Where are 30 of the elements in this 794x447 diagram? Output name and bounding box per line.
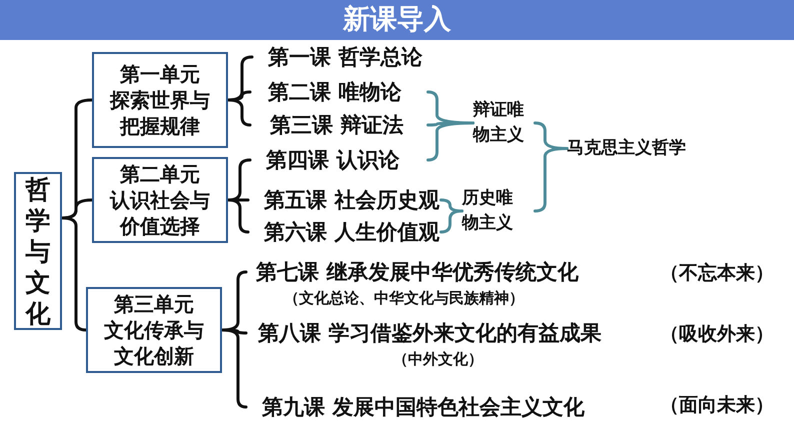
brace xyxy=(226,98,252,126)
lesson-subtitle: （中外文化） xyxy=(393,350,483,369)
lesson-title: 第二课 唯物论 xyxy=(250,79,428,105)
lesson-title: 第六课 人生价值观 xyxy=(248,219,441,245)
group-label: 辩证唯物主义 xyxy=(473,98,535,148)
lesson-title: 第五课 社会历史观 xyxy=(248,187,441,213)
unit-title: 认识社会与价值选择 xyxy=(108,187,211,239)
unit-title: 文化传承与文化创新 xyxy=(103,317,205,369)
lesson-title: 第一课 哲学总论 xyxy=(252,44,422,70)
motto-text: （面向未来） xyxy=(660,393,774,418)
group-label: 马克思主义哲学 xyxy=(567,136,737,161)
motto-text: （吸收外来） xyxy=(660,322,774,347)
brace xyxy=(60,216,88,332)
unit-box xyxy=(92,157,228,243)
lesson-title: 第八课 学习借鉴外来文化的有益成果 xyxy=(246,320,602,346)
group-label: 历史唯物主义 xyxy=(462,186,535,236)
lesson-subtitle: （文化总论、中华文化与民族精神） xyxy=(284,289,524,308)
unit-heading: 第一单元 xyxy=(119,61,201,87)
motto-text: （不忘本来） xyxy=(660,261,774,286)
lesson-title: 第七课 继承发展中华优秀传统文化 xyxy=(246,259,578,285)
unit-box xyxy=(86,287,222,373)
lesson-title: 第三课 辩证法 xyxy=(250,112,428,138)
unit-heading: 第二单元 xyxy=(119,161,201,187)
title-banner: 新课导入 xyxy=(0,0,794,40)
unit-title: 探索世界与把握规律 xyxy=(108,87,211,139)
unit-box xyxy=(92,52,228,148)
title-box: 哲学与文化 xyxy=(14,172,62,330)
lesson-title: 第九课 发展中国特色社会主义文化 xyxy=(246,394,584,420)
unit-heading: 第三单元 xyxy=(113,291,195,317)
lesson-title: 第四课 认识论 xyxy=(250,147,428,173)
